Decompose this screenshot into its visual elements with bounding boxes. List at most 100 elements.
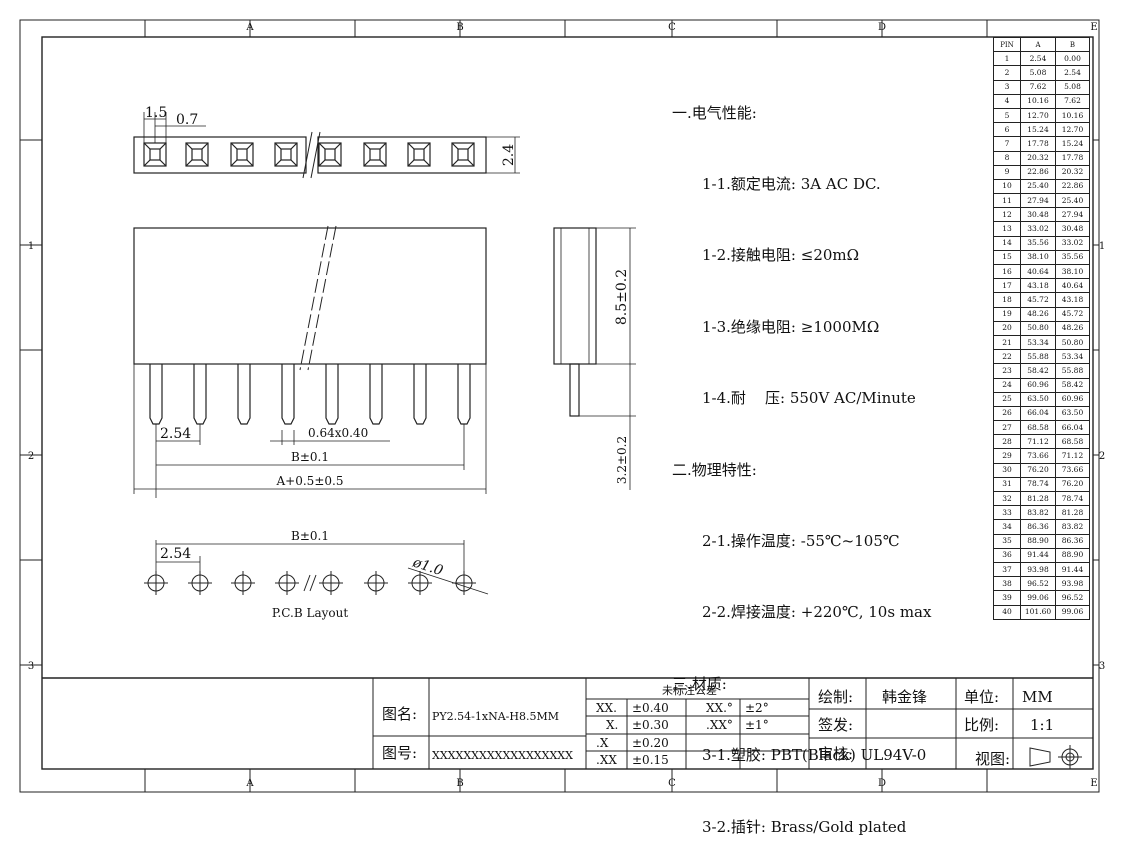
check-label: 审核: bbox=[818, 745, 854, 763]
dim-a-cell: 35.56 bbox=[1020, 235, 1056, 251]
front-view bbox=[133, 225, 487, 498]
pin-number-cell: 26 bbox=[993, 405, 1021, 422]
top-view-body-right bbox=[317, 136, 487, 174]
dim-a-cell: 91.44 bbox=[1020, 547, 1056, 563]
zone-col-d-bottom: D bbox=[878, 778, 886, 789]
dim-a-cell: 96.52 bbox=[1020, 576, 1056, 592]
spec-withstand-voltage: 1-4.耐 压: 550V AC/Minute bbox=[702, 389, 916, 408]
dim-a-cell: 25.40 bbox=[1020, 178, 1056, 195]
tol-r1-c1: XX. bbox=[596, 701, 617, 715]
dim-a-cell: 12.70 bbox=[1020, 107, 1056, 124]
dim-b-cell: 81.28 bbox=[1055, 505, 1090, 521]
spec-section-physical: 二.物理特性: bbox=[672, 460, 757, 479]
dim-a-cell: 86.36 bbox=[1020, 519, 1056, 535]
unit-label: 单位: bbox=[964, 688, 1000, 706]
dim-a-cell: 10.16 bbox=[1020, 93, 1056, 109]
dim-b-cell: 83.82 bbox=[1055, 519, 1090, 535]
pin-number-cell: 21 bbox=[993, 334, 1021, 351]
pin-number-cell: 29 bbox=[993, 448, 1021, 464]
dim-pitch-outline: 1.5 bbox=[145, 105, 167, 121]
pin-number-cell: 8 bbox=[993, 150, 1021, 166]
spec-plastic: 3-1.塑胶: PBT(Black) UL94V-0 bbox=[702, 746, 927, 765]
zone-col-e-top: E bbox=[1090, 22, 1097, 33]
tol-r1-c3: XX.° bbox=[706, 701, 733, 715]
dim-width: 2.4 bbox=[501, 144, 517, 166]
pin-number-cell: 32 bbox=[993, 490, 1021, 507]
zone-col-a-bottom: A bbox=[245, 778, 254, 789]
drawing-sheet: A B C D E A B C D E 1 2 3 1 2 3 bbox=[19, 19, 1105, 793]
dim-b-cell: 73.66 bbox=[1055, 462, 1090, 478]
dim-b-cell: 58.42 bbox=[1055, 377, 1090, 393]
pin-number-cell: 31 bbox=[993, 476, 1021, 493]
dim-b-cell: 45.72 bbox=[1055, 306, 1090, 322]
pin-number-cell: 37 bbox=[993, 561, 1021, 578]
dim-b-cell: 35.56 bbox=[1055, 249, 1090, 266]
dim-a-tol: A+0.5±0.5 bbox=[276, 474, 344, 488]
tol-r3-c2: ±0.20 bbox=[632, 736, 669, 750]
dim-a-cell: 5.08 bbox=[1020, 65, 1056, 81]
scale-value: 1:1 bbox=[1030, 716, 1055, 734]
pcb-holes bbox=[144, 571, 476, 595]
dim-a-cell: 20.32 bbox=[1020, 150, 1056, 166]
pin-number-cell: 27 bbox=[993, 420, 1021, 436]
dim-b-cell: 78.74 bbox=[1055, 490, 1090, 507]
pin-table-header-b: B bbox=[1055, 36, 1090, 53]
number-label: 图号: bbox=[382, 744, 418, 762]
dim-b-cell: 38.10 bbox=[1055, 263, 1090, 280]
dim-b-cell: 43.18 bbox=[1055, 292, 1090, 308]
dim-a-cell: 66.04 bbox=[1020, 405, 1056, 422]
pin-number-cell: 14 bbox=[993, 235, 1021, 251]
pin-number-cell: 2 bbox=[993, 65, 1021, 81]
zone-col-b-bottom: B bbox=[456, 778, 463, 789]
tol-r4-c2: ±0.15 bbox=[632, 753, 669, 767]
dim-b-tol: B±0.1 bbox=[291, 450, 329, 464]
zone-row-2-left: 2 bbox=[28, 451, 34, 462]
pin-number-cell: 10 bbox=[993, 178, 1021, 195]
zone-col-e-bottom: E bbox=[1090, 778, 1097, 789]
pin-number-cell: 5 bbox=[993, 107, 1021, 124]
dim-height: 8.5±0.2 bbox=[614, 269, 630, 325]
dim-b-cell: 48.26 bbox=[1055, 320, 1090, 336]
pin-number-cell: 30 bbox=[993, 462, 1021, 478]
dim-a-cell: 33.02 bbox=[1020, 221, 1056, 237]
dim-b-cell: 91.44 bbox=[1055, 561, 1090, 578]
dim-pcb-b: B±0.1 bbox=[291, 529, 329, 543]
dim-a-cell: 83.82 bbox=[1020, 505, 1056, 521]
pin-table-header: PIN A B bbox=[993, 36, 1090, 53]
dim-b-cell: 50.80 bbox=[1055, 334, 1090, 351]
tolerance-title: 未标注公差 bbox=[662, 684, 717, 697]
pin-number-cell: 11 bbox=[993, 193, 1021, 209]
dim-b-cell: 68.58 bbox=[1055, 434, 1090, 450]
dim-a-cell: 55.88 bbox=[1020, 349, 1056, 365]
dim-a-cell: 93.98 bbox=[1020, 561, 1056, 578]
spec-insulation-resistance: 1-3.绝缘电阻: ≥1000MΩ bbox=[702, 317, 880, 336]
pin-number-cell: 13 bbox=[993, 221, 1021, 237]
pin-number-cell: 6 bbox=[993, 122, 1021, 138]
dim-b-cell: 0.00 bbox=[1055, 51, 1090, 67]
dim-b-cell: 5.08 bbox=[1055, 79, 1090, 95]
pin-number-cell: 1 bbox=[993, 51, 1021, 67]
